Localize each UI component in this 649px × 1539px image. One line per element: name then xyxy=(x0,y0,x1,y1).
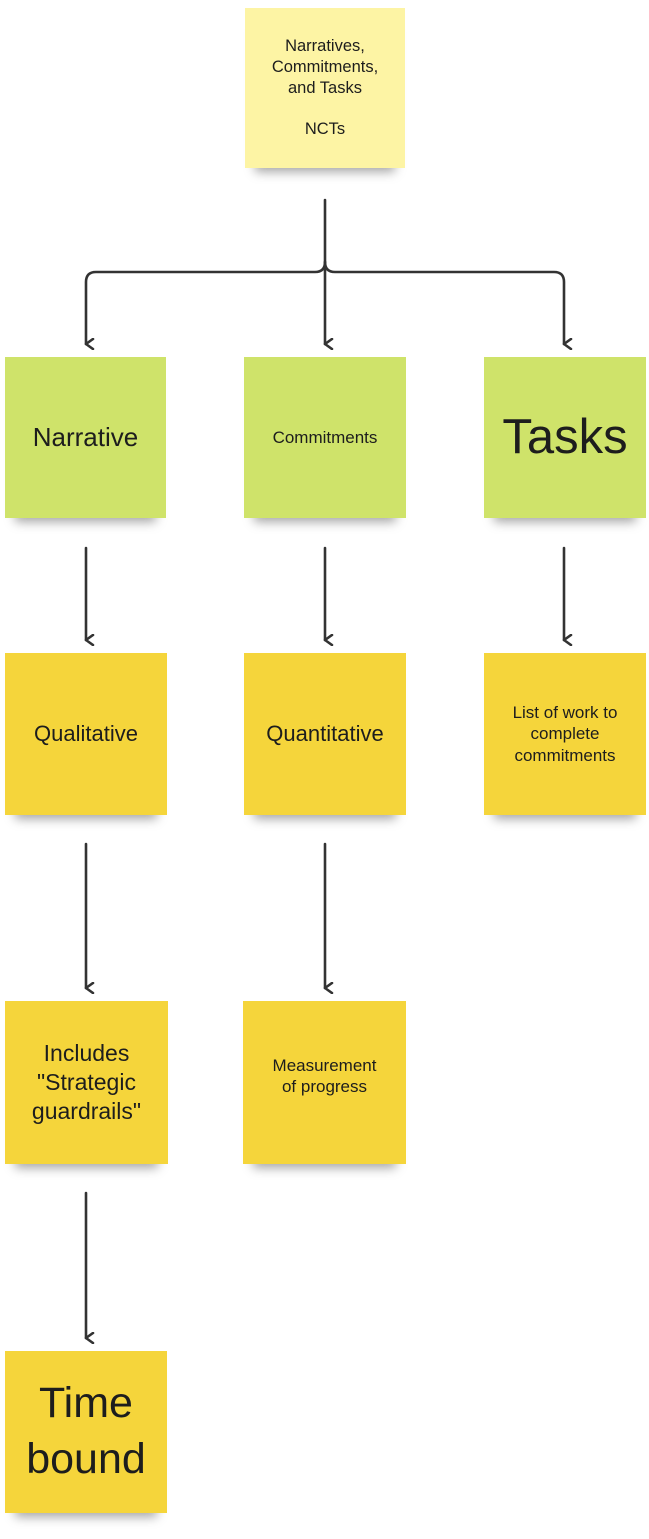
note-ncts-root: Narratives, Commitments, and Tasks NCTs xyxy=(245,8,405,168)
note-strategic-guardrails: Includes "Strategic guardrails" xyxy=(5,1001,168,1164)
note-ncts-root-text: Narratives, Commitments, and Tasks NCTs xyxy=(271,37,379,138)
note-measurement-text: Measurement of progress xyxy=(272,1056,377,1097)
note-tasks: Tasks xyxy=(484,357,646,518)
note-commitments: Commitments xyxy=(244,357,406,518)
note-time-bound-text: Time bound xyxy=(26,1379,146,1483)
note-measurement: Measurement of progress xyxy=(243,1001,406,1164)
note-list-of-work: List of work to complete commitments xyxy=(484,653,646,815)
trunk-connector xyxy=(84,198,327,344)
note-narrative-text: Narrative xyxy=(32,422,139,453)
note-qualitative: Qualitative xyxy=(5,653,167,815)
note-qualitative-text: Qualitative xyxy=(34,721,138,747)
note-quantitative-text: Quantitative xyxy=(266,721,384,747)
note-tasks-text: Tasks xyxy=(502,409,628,464)
note-time-bound: Time bound xyxy=(5,1351,167,1513)
note-narrative: Narrative xyxy=(5,357,166,518)
note-quantitative: Quantitative xyxy=(244,653,406,815)
note-strategic-guardrails-text: Includes "Strategic guardrails" xyxy=(31,1040,142,1124)
note-list-of-work-text: List of work to complete commitments xyxy=(512,703,618,765)
branch-to-tasks xyxy=(323,260,564,344)
note-commitments-text: Commitments xyxy=(272,427,378,447)
